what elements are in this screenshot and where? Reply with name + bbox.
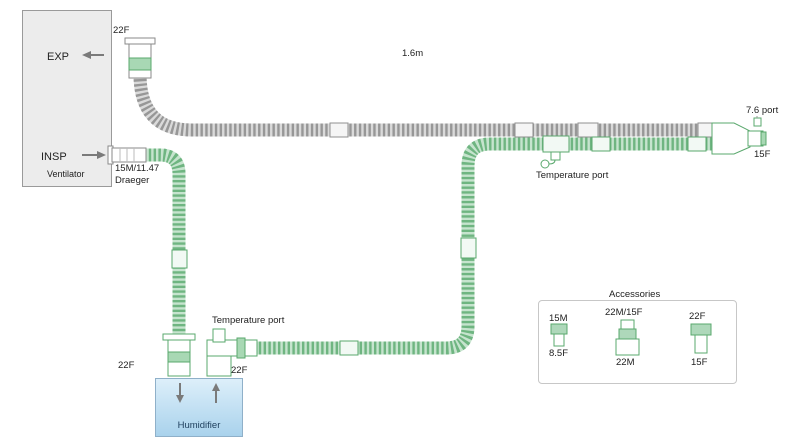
humidifier-inlet-connector (162, 333, 196, 377)
accessory-1-bottom-label: 8.5F (549, 348, 569, 359)
wye-piece (711, 116, 767, 155)
exp-port-connector (124, 37, 156, 79)
accessory-3-top-label: 22F (689, 311, 706, 322)
exp-port-label: EXP (47, 51, 70, 63)
humidifier-outlet-arrow (212, 383, 220, 403)
exp-flow-arrow (82, 51, 104, 59)
patient-port-label: 7.6 port (746, 105, 779, 116)
humidifier-inlet-size-label: 22F (118, 360, 135, 371)
exp-connector-size-label: 22F (113, 25, 130, 36)
accessory-connector-22m15f-22m (615, 319, 640, 356)
ventilator-box: EXP INSP Ventilator (22, 10, 112, 187)
temperature-port-lower-label: Temperature port (212, 315, 285, 326)
accessory-connector-15m-85f (550, 323, 568, 347)
inspiratory-inline-connectors (171, 136, 707, 356)
insp-adapter-brand-label: Draeger (115, 175, 150, 186)
temperature-port-upper-label: Temperature port (536, 170, 609, 181)
humidifier-outlet-elbow (206, 328, 258, 377)
tube-length-label: 1.6m (402, 48, 424, 59)
insp-port-adapter (107, 145, 147, 165)
humidifier-box: Humidifier (155, 378, 243, 437)
expiratory-tube (133, 73, 724, 137)
accessory-1-top-label: 15M (549, 313, 568, 324)
accessory-2-top-label: 22M/15F (605, 307, 643, 318)
insp-port-label: INSP (41, 151, 67, 163)
humidifier-title: Humidifier (177, 420, 221, 431)
ventilator-title: Ventilator (47, 169, 85, 179)
inspiratory-tube-lower (254, 137, 720, 355)
humidifier-inlet-arrow (176, 383, 184, 403)
insp-adapter-size-label: 15M/11.47 (115, 163, 160, 174)
patient-connector-size-label: 15F (754, 149, 771, 160)
accessories-title: Accessories (609, 289, 661, 300)
humidifier-outlet-size-label: 22F (231, 365, 248, 376)
accessory-3-bottom-label: 15F (691, 357, 708, 368)
insp-flow-arrow (82, 151, 106, 159)
accessory-connector-22f-15f (690, 323, 712, 354)
accessory-2-bottom-label: 22M (616, 357, 635, 368)
inspiratory-tube-upper (144, 148, 186, 338)
temperature-port-fitting (540, 135, 570, 169)
